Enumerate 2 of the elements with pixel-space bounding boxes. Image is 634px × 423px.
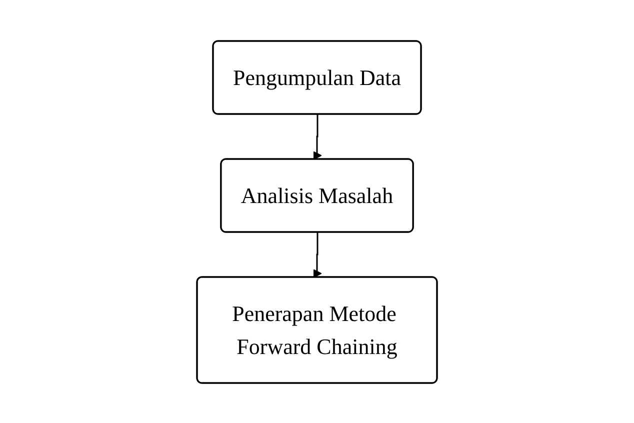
- arrow: [313, 114, 322, 160]
- arrow: [313, 232, 322, 278]
